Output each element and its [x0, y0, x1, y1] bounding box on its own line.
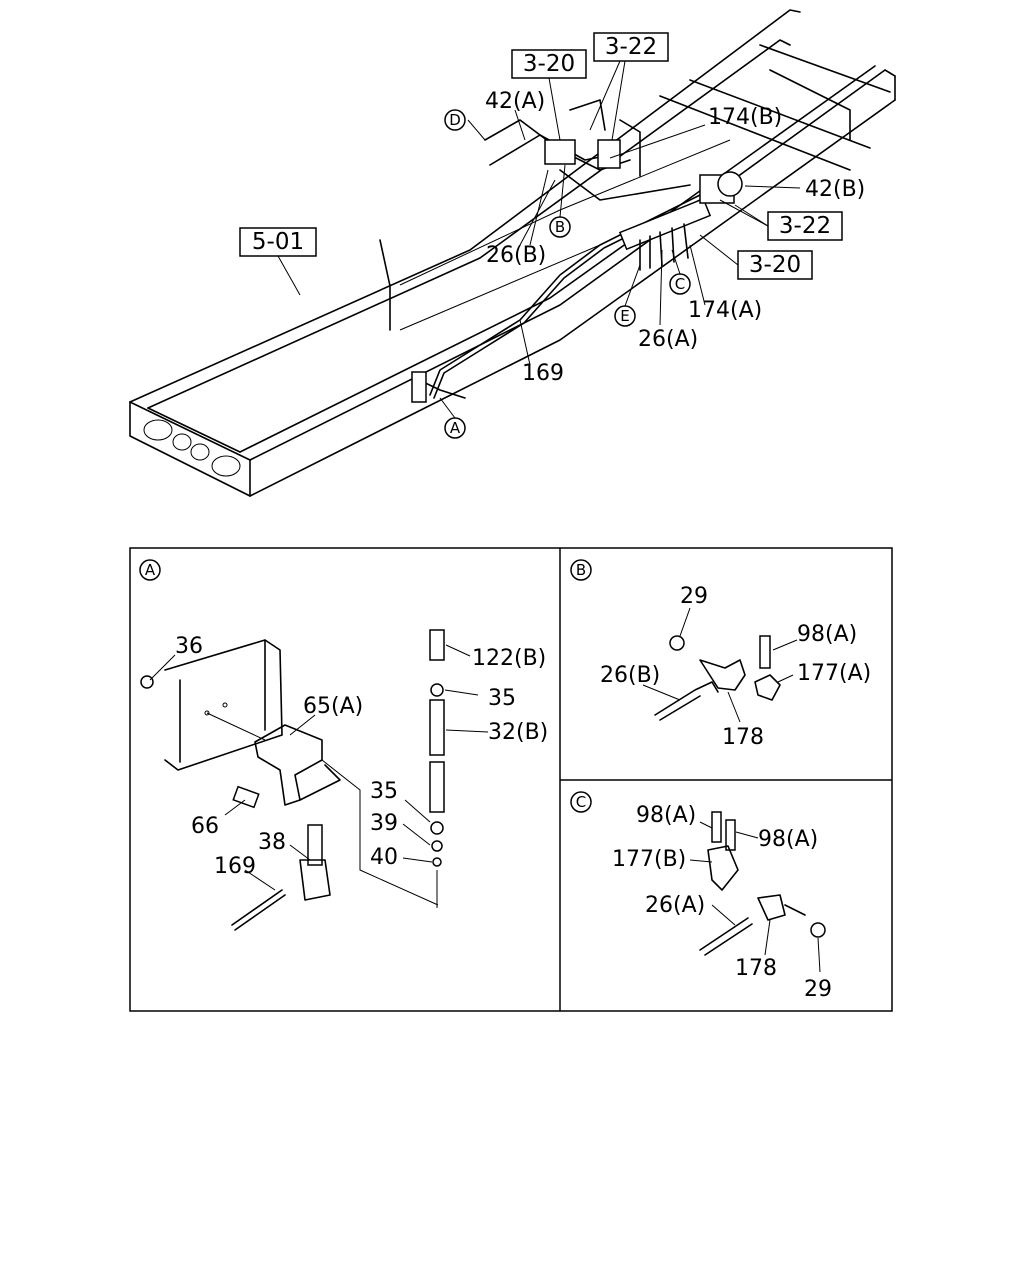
marker-e: E [614, 305, 636, 327]
leader-lines-top [277, 60, 801, 419]
callout-42b: 42(B) [805, 177, 865, 202]
callout-35-upper: 35 [488, 686, 516, 711]
ref-box-label: 3-22 [605, 34, 657, 60]
svg-text:E: E [620, 307, 629, 325]
svg-text:B: B [576, 561, 586, 579]
callout-169: 169 [522, 361, 564, 386]
svg-text:A: A [450, 419, 461, 437]
callout-98a-c-left: 98(A) [636, 803, 696, 828]
leader-lines-b [642, 607, 798, 723]
callout-98a-b: 98(A) [797, 622, 857, 647]
callout-35-lower: 35 [370, 779, 398, 804]
callout-26a: 26(A) [638, 327, 698, 352]
callout-40: 40 [370, 845, 398, 870]
callout-42a: 42(A) [485, 89, 545, 114]
svg-text:D: D [449, 111, 461, 129]
ref-box-3-22-top: 3-22 [593, 32, 669, 62]
detail-c: C [570, 791, 826, 956]
callout-29-b: 29 [680, 584, 708, 609]
marker-d: D [444, 109, 466, 131]
callout-32b: 32(B) [488, 720, 548, 745]
detail-b-marker: B [570, 559, 592, 581]
callout-177a: 177(A) [797, 661, 871, 686]
callout-169-detail: 169 [214, 854, 256, 879]
callout-122b: 122(B) [472, 646, 546, 671]
callout-38: 38 [258, 830, 286, 855]
callout-98a-c-right: 98(A) [758, 827, 818, 852]
leader-lines-a [149, 644, 489, 891]
callout-26b-detail: 26(B) [600, 663, 660, 688]
ref-box-label: 3-22 [779, 213, 831, 239]
callout-178-c: 178 [735, 956, 777, 981]
ref-box-3-20-top: 3-20 [511, 49, 587, 79]
callout-39: 39 [370, 811, 398, 836]
callout-29-c: 29 [804, 977, 832, 1002]
svg-text:C: C [675, 275, 685, 293]
marker-c: C [669, 273, 691, 295]
ref-box-3-20-right: 3-20 [737, 250, 813, 280]
callout-174b: 174(B) [708, 105, 782, 130]
leader-lines-c [689, 821, 821, 973]
svg-text:A: A [145, 561, 156, 579]
svg-text:B: B [555, 218, 565, 236]
ref-box-3-22-right: 3-22 [767, 211, 843, 241]
ref-box-label: 5-01 [252, 229, 304, 255]
ref-box-5-01: 5-01 [239, 227, 317, 257]
callout-26b: 26(B) [486, 243, 546, 268]
callout-65a: 65(A) [303, 694, 363, 719]
chassis-frame-drawing [129, 9, 896, 497]
callout-178-b: 178 [722, 725, 764, 750]
detail-c-marker: C [570, 791, 592, 813]
detail-a-marker: A [139, 559, 161, 581]
callout-174a: 174(A) [688, 298, 762, 323]
detail-b: B [570, 559, 781, 721]
svg-text:C: C [576, 793, 586, 811]
callout-36: 36 [175, 634, 203, 659]
detail-a: A [139, 559, 445, 931]
marker-b: B [549, 216, 571, 238]
callout-177b: 177(B) [612, 847, 686, 872]
ref-box-label: 3-20 [523, 51, 575, 77]
callout-26a-detail: 26(A) [645, 893, 705, 918]
marker-a: A [444, 417, 466, 439]
brake-line-169 [411, 99, 743, 403]
callout-66: 66 [191, 814, 219, 839]
ref-box-label: 3-20 [749, 252, 801, 278]
